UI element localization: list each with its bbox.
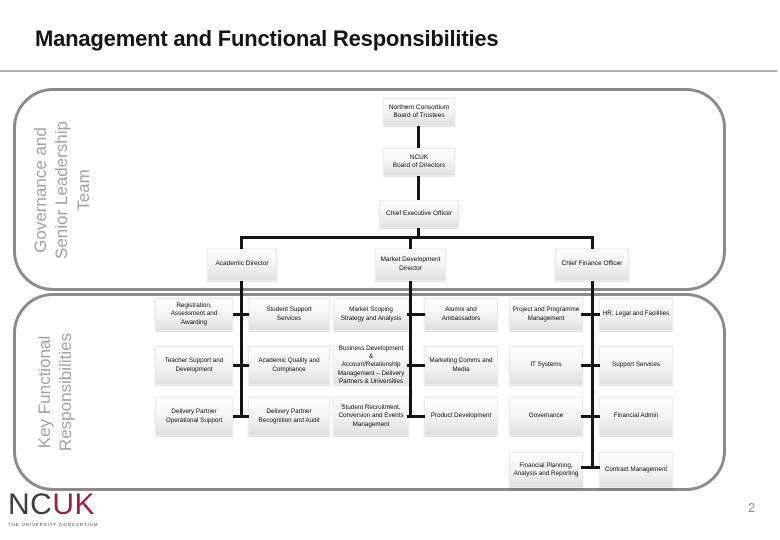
tick-academic-row1 (233, 313, 249, 316)
tick-market-row1 (407, 313, 425, 316)
function-box-delivery-partner-operational-support: Delivery Partner Operational Support (155, 397, 233, 436)
org-box-chief-finance-officer: Chief Finance Officer (555, 248, 629, 281)
governance-section-label: Governance and Senior Leadership Team (31, 121, 93, 259)
tick-finance-row4 (581, 466, 600, 469)
tick-academic-row3 (233, 415, 249, 418)
org-box-market-development-director: Market Development Director (375, 248, 446, 281)
ncuk-logo: NCUK THE UNIVERSITY CONSORTIUM (8, 490, 99, 528)
spine-market (409, 281, 412, 418)
function-box-financial-planning-analysis-reporting: Financial Planning, Analysis and Reporti… (509, 452, 583, 488)
branch-horizontal-line (240, 236, 594, 239)
spine-finance (590, 281, 594, 469)
page-number: 2 (748, 500, 756, 515)
connector-trustees-directors (417, 126, 420, 148)
function-box-delivery-partner-recognition-audit: Delivery Partner Recognition and Audit (248, 397, 330, 436)
branch-stub-academic (239, 236, 243, 249)
function-box-it-systems: IT Systems (509, 346, 583, 385)
function-box-student-support-services: Student Support Services (248, 298, 330, 331)
tick-market-row3 (407, 415, 425, 418)
ncuk-logo-uk: UK (52, 488, 96, 521)
function-box-teacher-support-development: Teacher Support and Development (155, 346, 233, 385)
function-box-contract-management: Contract Management (599, 452, 673, 488)
ncuk-logo-tagline: THE UNIVERSITY CONSORTIUM (8, 522, 99, 527)
connector-directors-ceo (417, 176, 420, 200)
function-box-financial-admin: Financial Admin (599, 397, 673, 436)
tick-finance-row2 (581, 364, 600, 367)
ncuk-logo-nc: NC (8, 488, 53, 521)
org-box-board-of-directors: NCUK Board of Directors (383, 148, 455, 176)
org-box-academic-director: Academic Director (207, 248, 277, 281)
branch-stub-market (409, 236, 412, 249)
page-title: Management and Functional Responsibiliti… (35, 26, 499, 51)
title-divider (0, 70, 777, 72)
function-box-alumni-ambassadors: Alumni and Ambassadors (424, 298, 498, 331)
connector-ceo-branch (417, 228, 420, 237)
function-box-marketing-comms-media: Marketing Comms and Media (424, 346, 498, 385)
tick-market-row2 (407, 364, 425, 367)
function-box-support-services: Support Services (599, 346, 673, 385)
function-box-business-development-account-management: Business Development & Account/Relations… (333, 345, 409, 385)
org-box-ceo: Chief Executive Officer (379, 200, 459, 228)
function-box-student-recruitment-conversion-events: Student Recruitment, Conversion and Even… (333, 397, 409, 436)
spine-academic (239, 281, 243, 418)
function-box-registration-assessment-awarding: Registration, Assessment and Awarding (155, 298, 233, 331)
functional-section (13, 293, 726, 491)
functional-section-label: Key Functional Responsibilities (34, 332, 75, 452)
function-box-academic-quality-compliance: Academic Quality and Compliance (248, 346, 330, 385)
branch-stub-finance (590, 236, 594, 249)
function-box-product-development: Product Development (424, 397, 498, 436)
function-box-market-scoping-strategy-analysis: Market Scoping Strategy and Analysis (333, 298, 409, 331)
tick-finance-row1 (581, 313, 600, 316)
function-box-project-programme-management: Project and Programme Management (509, 298, 583, 331)
tick-finance-row3 (581, 415, 600, 418)
governance-section (13, 88, 726, 291)
org-box-board-of-trustees: Northern Consortium Board of Trustees (383, 98, 455, 126)
ncuk-logo-wordmark: NCUK (8, 490, 98, 520)
tick-academic-row2 (233, 364, 249, 367)
function-box-hr-legal-facilities: HR, Legal and Facilities (599, 298, 673, 331)
function-box-governance: Governance (509, 397, 583, 436)
